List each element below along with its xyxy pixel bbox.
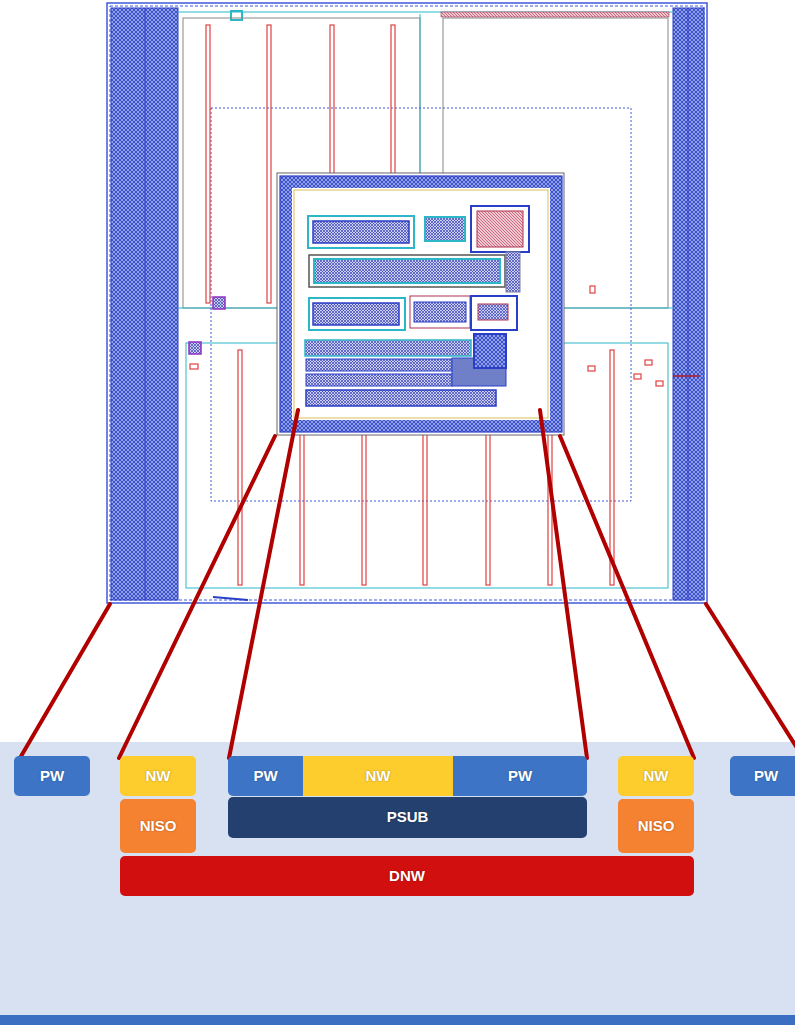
metal-line xyxy=(213,597,248,600)
p-well: PW xyxy=(14,756,90,796)
guard-band xyxy=(673,8,704,600)
devices xyxy=(305,206,529,406)
n-isolation: NISO xyxy=(120,799,196,853)
guard-line xyxy=(688,8,689,600)
layer-label: NW xyxy=(644,768,669,785)
layout-frame xyxy=(107,3,707,603)
n-well: NW xyxy=(120,756,196,796)
layer-label: PW xyxy=(508,768,532,785)
guard-band xyxy=(111,8,178,600)
panel xyxy=(186,343,668,588)
substrate-ground xyxy=(0,742,795,1025)
substrate-bottom xyxy=(0,1015,795,1025)
p-well: PW xyxy=(730,756,795,796)
deep-n-well: DNW xyxy=(120,856,694,896)
p-substrate: PSUB xyxy=(228,797,587,838)
metal-line xyxy=(673,375,700,377)
poly-lines xyxy=(190,25,663,585)
core-frame xyxy=(277,173,564,435)
metal-line xyxy=(441,12,669,17)
via xyxy=(213,297,225,309)
layer-label: NISO xyxy=(638,818,675,835)
p-well: PW xyxy=(228,756,303,796)
layer-label: PSUB xyxy=(387,809,429,826)
layout-frame-inner xyxy=(110,6,704,600)
p-well: PW xyxy=(453,756,587,796)
layer-label: NISO xyxy=(140,818,177,835)
layer-label: PW xyxy=(253,768,277,785)
layer-label: PW xyxy=(754,768,778,785)
leader-lines xyxy=(20,410,795,758)
isolation-ring-edge xyxy=(280,176,562,432)
isolation-ring xyxy=(286,182,556,426)
layer-label: NW xyxy=(366,768,391,785)
layer-label: NW xyxy=(146,768,171,785)
core-outline xyxy=(294,190,548,418)
n-well: NW xyxy=(303,756,453,796)
guard-line xyxy=(145,8,146,600)
via xyxy=(189,342,201,354)
layer-label: DNW xyxy=(389,868,425,885)
n-well: NW xyxy=(618,756,694,796)
n-isolation: NISO xyxy=(618,799,694,853)
via xyxy=(231,11,242,20)
layer-label: PW xyxy=(40,768,64,785)
